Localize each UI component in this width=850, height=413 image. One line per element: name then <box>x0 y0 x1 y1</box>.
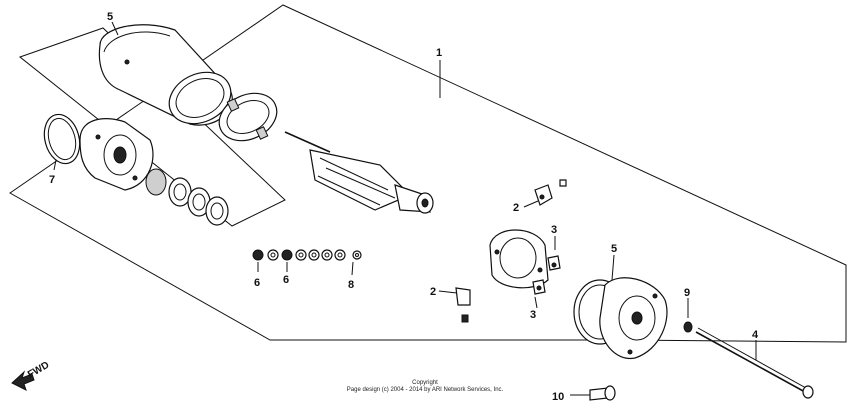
terminal-lower <box>455 287 471 323</box>
callout-3-lower: 3 <box>530 309 536 321</box>
rear-cover <box>573 277 668 360</box>
callout-6-right: 6 <box>283 274 289 286</box>
callout-6-left: 6 <box>254 277 260 289</box>
yoke-housing <box>98 24 233 126</box>
terminal-upper <box>534 179 567 206</box>
through-bolt <box>683 321 814 399</box>
callout-5-yoke: 5 <box>107 11 113 23</box>
callout-3-upper: 3 <box>551 224 557 236</box>
shim-washers-row <box>252 249 362 261</box>
copyright-line-1: Copyright <box>412 380 438 386</box>
subassembly-boundary <box>18 27 286 227</box>
callout-8: 8 <box>348 279 354 291</box>
callout-9: 9 <box>684 287 690 299</box>
callout-2-lower: 2 <box>430 286 436 298</box>
callout-2-upper: 2 <box>513 202 519 214</box>
leader-lines <box>53 21 757 396</box>
front-cover <box>79 118 154 191</box>
seal-washers <box>145 168 229 226</box>
brush-holder-ring <box>218 92 278 142</box>
callout-1: 1 <box>436 47 442 59</box>
callout-10: 10 <box>552 391 564 403</box>
callout-4: 4 <box>752 329 759 341</box>
armature <box>284 131 434 214</box>
mounting-bolt <box>589 385 616 401</box>
fwd-arrow: FWD <box>11 360 51 391</box>
callout-5-rear: 5 <box>611 243 617 255</box>
brush-plate <box>489 229 549 289</box>
copyright-line-2: Page design (c) 2004 - 2014 by ARI Netwo… <box>347 387 504 393</box>
brush-upper <box>547 255 561 271</box>
brush-lower <box>532 279 546 295</box>
assembly-boundary <box>9 4 847 343</box>
callout-7: 7 <box>49 174 55 186</box>
fwd-label: FWD <box>26 360 51 381</box>
